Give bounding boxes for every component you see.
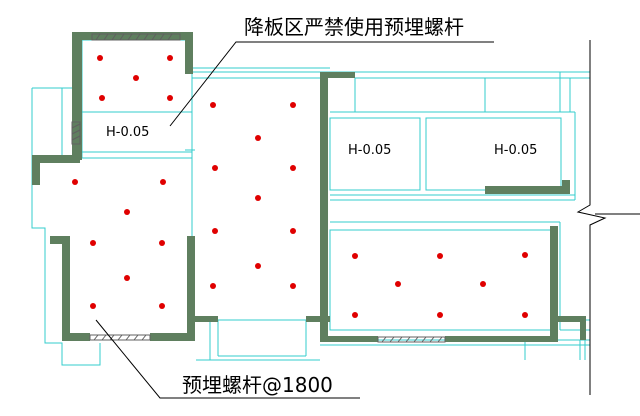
bolt-dot: [99, 95, 105, 101]
bolt-dot: [522, 252, 528, 258]
bolt-dot: [160, 179, 166, 185]
bolt-dot: [159, 303, 165, 309]
bolt-dot: [97, 55, 103, 61]
bolt-dot: [255, 195, 261, 201]
bolt-dots: [72, 55, 528, 318]
bolt-dot: [212, 228, 218, 234]
bolt-dot: [522, 312, 528, 318]
bolt-dot: [167, 55, 173, 61]
bolt-dot: [159, 240, 165, 246]
break-line: [576, 40, 640, 395]
bolt-dot: [290, 228, 296, 234]
bolt-dot: [395, 281, 401, 287]
walls: [32, 32, 586, 342]
bolt-dot: [133, 75, 139, 81]
bolt-dot: [480, 281, 486, 287]
bolt-dot: [90, 303, 96, 309]
bolt-dot: [72, 179, 78, 185]
hatch-patches: [71, 33, 446, 343]
bolt-dot: [124, 209, 130, 215]
room-label-center: H-0.05: [348, 143, 391, 158]
bolt-dot: [212, 165, 218, 171]
room-label-left: H-0.05: [106, 125, 149, 140]
bolt-dot: [352, 253, 358, 259]
outline-lines: [31, 39, 590, 366]
bolt-dot: [290, 102, 296, 108]
bolt-dot: [124, 275, 130, 281]
bottom-note: 预埋螺杆@1800: [182, 373, 333, 397]
bolt-dot: [437, 253, 443, 259]
bolt-dot: [290, 283, 296, 289]
bolt-dot: [290, 165, 296, 171]
bolt-dot: [255, 135, 261, 141]
room-label-right: H-0.05: [494, 143, 537, 158]
bolt-dot: [437, 312, 443, 318]
bolt-dot: [255, 263, 261, 269]
bolt-dot: [352, 312, 358, 318]
leader-lines: [95, 41, 494, 399]
bolt-dot: [90, 240, 96, 246]
bolt-dot: [210, 102, 216, 108]
top-note: 降板区严禁使用预埋螺杆: [244, 15, 464, 39]
bolt-dot: [210, 283, 216, 289]
bolt-dot: [167, 95, 173, 101]
